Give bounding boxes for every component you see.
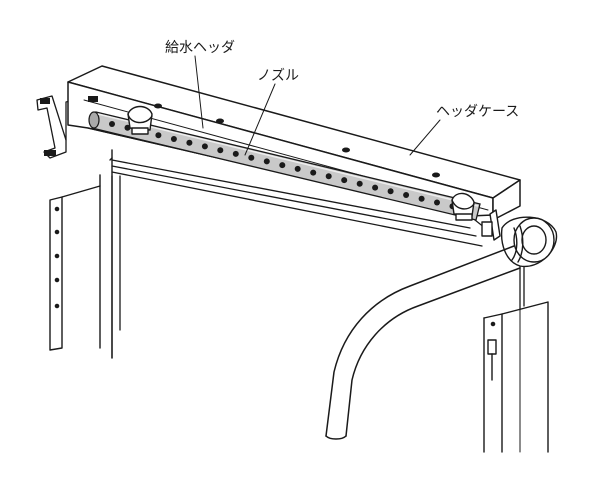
nozzle (372, 184, 379, 191)
nozzle (434, 199, 440, 206)
nozzle (387, 188, 394, 195)
nozzle (170, 136, 177, 142)
panel-frame (111, 159, 525, 359)
nozzle (109, 121, 115, 127)
pipe-fitting (481, 209, 558, 268)
nozzle (279, 162, 286, 169)
leader-lines (194, 55, 441, 156)
supply-hose (325, 245, 521, 440)
supply-header-pipe (88, 111, 481, 221)
nozzle (155, 132, 162, 139)
nozzle (248, 154, 255, 161)
nozzle (186, 139, 193, 146)
nozzle (325, 173, 332, 180)
label-nozzle: ノズル (257, 68, 299, 84)
pipe-clamp-left (127, 105, 153, 135)
label-header-case: ヘッダケース (436, 104, 519, 120)
nozzle (418, 195, 425, 202)
left-frame-post (49, 149, 113, 359)
right-frame-post (483, 301, 549, 453)
nozzle (403, 192, 410, 198)
nozzle (124, 124, 131, 131)
nozzle (201, 143, 208, 150)
nozzle (217, 147, 224, 154)
nozzle (310, 169, 317, 176)
pipe-clamp-right (451, 192, 475, 221)
nozzle (263, 158, 270, 165)
label-supply-header: 給水ヘッダ (165, 40, 235, 56)
nozzle (294, 165, 301, 172)
nozzle (232, 150, 239, 157)
nozzle (356, 180, 363, 187)
nozzle (341, 177, 348, 184)
